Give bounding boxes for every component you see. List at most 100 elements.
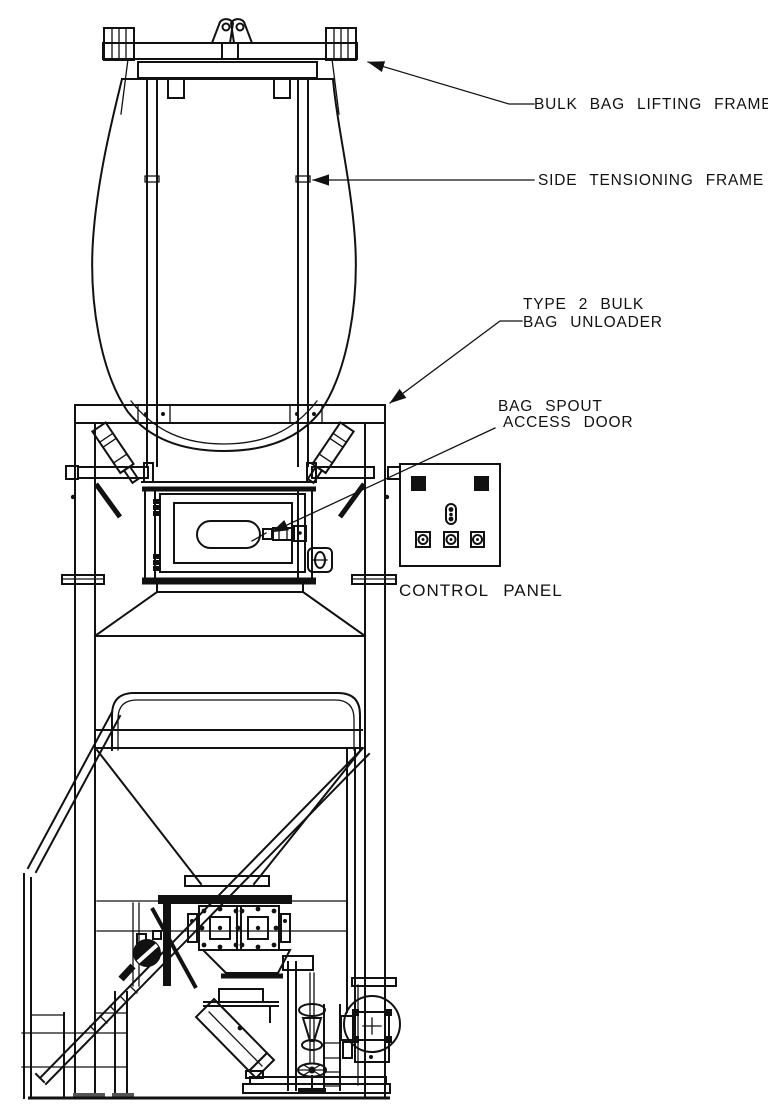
tab-bolt [283,919,287,923]
support-arm-right [311,466,375,479]
blower-bracket [342,1041,353,1059]
vibrator-unit-left [198,905,242,951]
chamber-posts [144,488,313,578]
leader-unloader [389,320,523,404]
chute-inner-line [208,1011,263,1067]
beam-bolt [295,412,299,416]
lifting-beam [102,42,358,60]
lifting-beam-center-plate [221,42,239,60]
down-duct-right [346,749,356,1013]
door-hinges [153,499,160,571]
jack-frame [287,961,297,1091]
dark-brace-left [93,482,123,519]
conveying-pipe [34,746,371,1086]
beam-bolt [144,412,148,416]
blower-bolt [385,1009,392,1016]
base-step [245,1070,264,1079]
feeder-dark-strut [150,907,198,989]
label-type-2-bulk-bag-unloader: TYPE 2 BULK BAG UNLOADER [389,296,663,404]
door-oblong-window [196,520,261,549]
unloader-label-line1: TYPE 2 BULK [523,296,644,313]
blower-bolt [352,1009,359,1016]
beam-bolt [312,412,316,416]
bag-massager-braces [77,421,375,519]
blower-center-lines [362,1017,382,1035]
hopper-transition [93,583,367,638]
control-panel-label: CONTROL PANEL [399,581,563,600]
spout-access-chamber [141,481,333,585]
left-stand-rungs [21,1012,128,1068]
tension-tube-left [146,77,158,467]
jack-foot [298,1088,326,1094]
panel-lamp-left [411,476,426,491]
jack-funnel [301,1017,323,1042]
control-panel-box [399,463,501,567]
massager-cylinder-left [90,421,140,485]
label-side-tensioning-frame: SIDE TENSIONING FRAME [312,172,764,189]
access-door-label-line1: BAG SPOUT [498,398,603,415]
panel-button-1[interactable] [415,531,431,548]
jack-top-box [282,955,314,971]
jack-disc-upper [298,1003,326,1017]
lifting-lug-right-plate [229,18,254,45]
door-knob [307,547,333,573]
panel-lamp-right [474,476,489,491]
beam-joints [137,404,323,424]
lug-hole-right [235,22,245,32]
access-door-frame [159,493,306,573]
bag-outline [91,77,357,453]
leg-bolt-right [384,494,390,500]
leg-flange-right-lower [351,977,397,987]
side-tensioning-label: SIDE TENSIONING FRAME [538,172,764,189]
access-door-label-line2: ACCESS DOOR [503,414,633,431]
feeder-mount-bar [158,895,292,904]
tube-joint-left [144,175,160,183]
lifting-frame-label: BULK BAG LIFTING FRAME [534,96,768,113]
jack-disc-mid [301,1039,323,1051]
bulk-bag [91,77,357,453]
base-and-legs [21,984,391,1100]
bin-hood-inner [117,699,355,751]
tube-joint-right [295,175,311,183]
bag-bottom-inner-line [130,400,318,445]
jack-ladder-rungs [323,1042,341,1087]
feeder-tab-right [280,913,291,943]
blower-housing [343,995,401,1053]
dark-brace-right [337,482,367,519]
blower-inlet-flange [340,1015,354,1041]
panel-selector-switch[interactable] [445,503,457,525]
panel-button-3[interactable] [470,531,485,548]
bag-corner-ties [120,58,340,115]
control-panel: CONTROL PANEL [399,463,563,600]
vibrator-unit-right [236,905,280,951]
foot-pad-center [112,1093,134,1098]
pipe-end-cap [34,1072,46,1084]
leader-access-door [271,427,496,533]
side-tensioning-frame [144,77,311,467]
chute-inlet-box [218,988,264,1003]
support-arm-left [77,466,149,479]
hopper-walls [94,635,366,751]
feeder-tab-left [187,913,198,943]
feeder-assembly [118,895,292,989]
left-stand-rails [63,991,128,1099]
pipe-lines [38,746,371,1086]
left-bracket-ribs [111,27,127,61]
panel-button-2[interactable] [443,531,459,548]
hanger-tab-left [167,77,185,99]
foot-pad-left [73,1093,105,1098]
main-frame [61,404,401,1099]
label-bulk-bag-lifting-frame: BULK BAG LIFTING FRAME [367,61,768,113]
annotations-layer: BULK BAG LIFTING FRAME SIDE TENSIONING F… [271,61,768,533]
lug-hole-left [221,22,231,32]
hanger-bar [137,61,318,79]
blower [340,995,401,1063]
bin-hood-outer [111,692,361,751]
unloader-label-line2: BAG UNLOADER [523,314,663,331]
blower-body-bolt [369,1055,373,1059]
leg-bolt-left [70,494,76,500]
base-plate-lower [242,1083,391,1094]
tab-bolt [190,919,194,923]
